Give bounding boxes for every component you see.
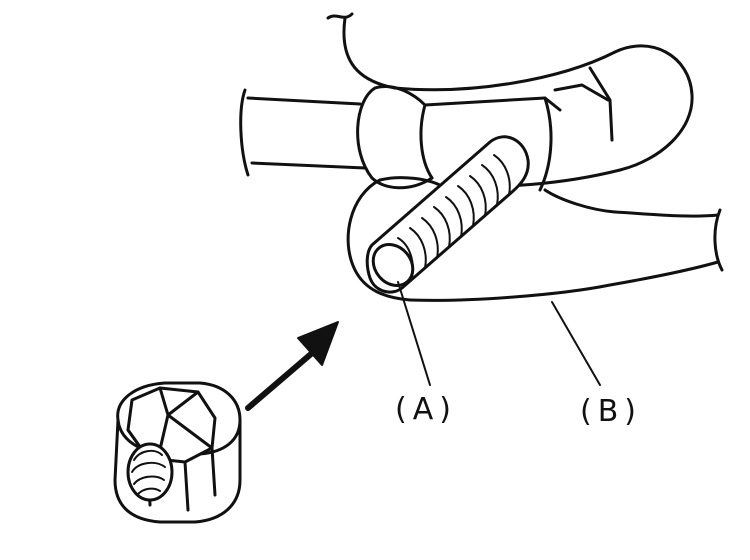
threaded-bolt <box>365 135 530 294</box>
callout-label-b: (B) <box>580 394 642 429</box>
upper-rod <box>239 88 367 177</box>
callout-label-a: (A) <box>395 392 457 427</box>
install-arrow <box>245 321 339 411</box>
leader-lines <box>397 281 601 386</box>
clamp-band <box>326 12 694 189</box>
flange-nut <box>113 381 242 524</box>
bracket-lug <box>346 176 724 302</box>
